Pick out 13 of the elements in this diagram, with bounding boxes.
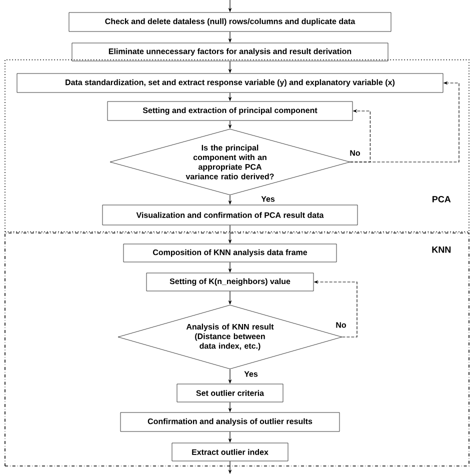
process-box: Extract outlier index — [172, 442, 288, 462]
process-box: Eliminate unnecessary factors for analysis and result derivation — [72, 42, 388, 62]
process-box: Visualization and confirmation of PCA result data — [102, 204, 358, 226]
process-box: Setting and extraction of principal component — [107, 101, 353, 121]
process-box: Composition of KNN analysis data frame — [123, 244, 337, 262]
process-box: Set outlier criteria — [176, 384, 284, 402]
process-box: Check and delete dataless (null) rows/columns and duplicate data — [68, 12, 392, 32]
process-box: Data standardization, set and extract response variable (y) and explanatory variable (x) — [16, 73, 444, 93]
process-box: Setting of K(n_neighbors) value — [146, 272, 314, 292]
edge-label: Yes — [243, 370, 259, 378]
process-box: Confirmation and analysis of outlier results — [120, 412, 340, 432]
edge-label: Yes — [260, 195, 276, 203]
edge-label: No — [348, 149, 362, 157]
